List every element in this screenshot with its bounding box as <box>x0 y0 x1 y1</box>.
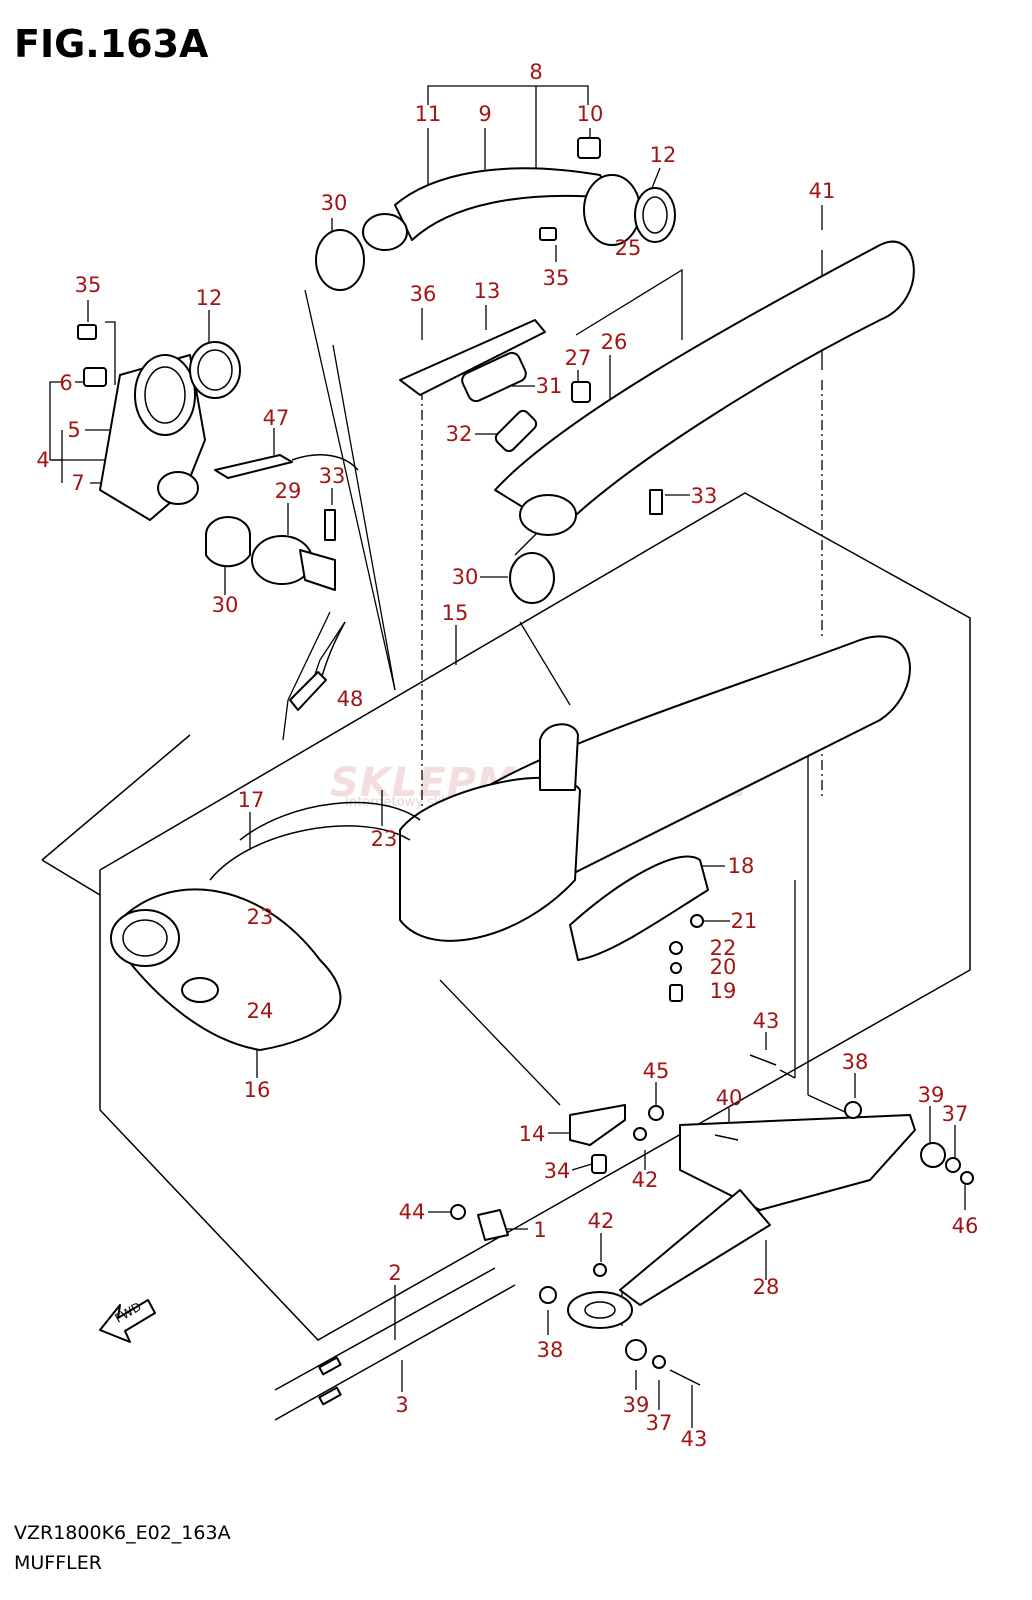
forward-direction-arrow: FWD <box>99 1299 156 1343</box>
callout: 42 <box>632 1168 659 1192</box>
rear-muffler-upper <box>494 240 915 604</box>
oxygen-sensor-front <box>214 454 359 479</box>
callout: 27 <box>565 346 592 370</box>
callout: 13 <box>474 279 501 303</box>
callout: 30 <box>452 565 479 589</box>
callout: 40 <box>716 1086 743 1110</box>
callout: 47 <box>263 406 290 430</box>
main-muffler-body <box>399 635 911 942</box>
callout: 11 <box>415 102 442 126</box>
callout-labels: 8 11 9 10 12 30 35 41 35 12 36 13 25 6 2… <box>36 60 978 1451</box>
callout: 34 <box>544 1159 571 1183</box>
callout: 37 <box>646 1411 673 1435</box>
callout: 28 <box>753 1275 780 1299</box>
callout: 16 <box>244 1078 271 1102</box>
callout: 8 <box>529 60 542 84</box>
callout: 38 <box>842 1050 869 1074</box>
callout: 2 <box>388 1261 401 1285</box>
callout: 5 <box>67 418 80 442</box>
callout: 10 <box>577 102 604 126</box>
callout: 43 <box>753 1009 780 1033</box>
oxygen-sensor-rear <box>289 621 346 711</box>
clamp-and-gasket-left <box>205 509 336 591</box>
front-exhaust-elbow <box>77 324 241 521</box>
callout: 4 <box>36 448 49 472</box>
figure-title: FIG.163A <box>14 22 209 66</box>
callout: 23 <box>247 905 274 929</box>
callout: 46 <box>952 1214 979 1238</box>
callout: 31 <box>536 374 563 398</box>
figure-name: MUFFLER <box>14 1552 102 1574</box>
callout: 30 <box>212 593 239 617</box>
callout: 22 <box>710 936 737 960</box>
figure-code: VZR1800K6_E02_163A <box>14 1522 231 1544</box>
callout: 19 <box>710 979 737 1003</box>
callout: 32 <box>446 422 473 446</box>
callout: 25 <box>615 236 642 260</box>
upper-exhaust-pipe <box>315 137 676 291</box>
callout: 1 <box>533 1218 546 1242</box>
callout: 15 <box>442 601 469 625</box>
muffler-stay-bracket <box>539 1054 974 1386</box>
callout: 21 <box>731 909 758 933</box>
callout: 6 <box>59 371 72 395</box>
callout: 33 <box>691 484 718 508</box>
exhaust-valve-cables <box>274 1267 516 1421</box>
callout: 3 <box>395 1393 408 1417</box>
callout: 36 <box>410 282 437 306</box>
callout: 26 <box>601 330 628 354</box>
callout: 20 <box>710 955 737 979</box>
callout: 30 <box>321 191 348 215</box>
callout: 41 <box>809 179 836 203</box>
callout: 23 <box>371 827 398 851</box>
callout: 39 <box>623 1393 650 1417</box>
small-heat-cover <box>399 319 591 453</box>
callout: 12 <box>650 143 677 167</box>
lower-exhaust-pipes <box>110 801 421 1051</box>
callout: 12 <box>196 286 223 310</box>
callout: 44 <box>399 1200 426 1224</box>
callout: 38 <box>537 1338 564 1362</box>
callout: 33 <box>319 464 346 488</box>
callout: 7 <box>71 471 84 495</box>
callout: 35 <box>75 273 102 297</box>
callout: 24 <box>247 999 274 1023</box>
assembly-frame <box>41 492 971 1341</box>
callout: 45 <box>643 1059 670 1083</box>
cable-bracket <box>450 1104 626 1241</box>
callout: 43 <box>681 1427 708 1451</box>
callout: 48 <box>337 687 364 711</box>
callout: 42 <box>588 1209 615 1233</box>
callout: 18 <box>728 854 755 878</box>
callout: 37 <box>942 1102 969 1126</box>
callout: 29 <box>275 479 302 503</box>
callout: 14 <box>519 1122 546 1146</box>
callout: 9 <box>478 102 491 126</box>
callout: 35 <box>543 266 570 290</box>
callout: 39 <box>918 1083 945 1107</box>
callout: 17 <box>238 788 265 812</box>
rear-heat-shield <box>569 855 709 1002</box>
